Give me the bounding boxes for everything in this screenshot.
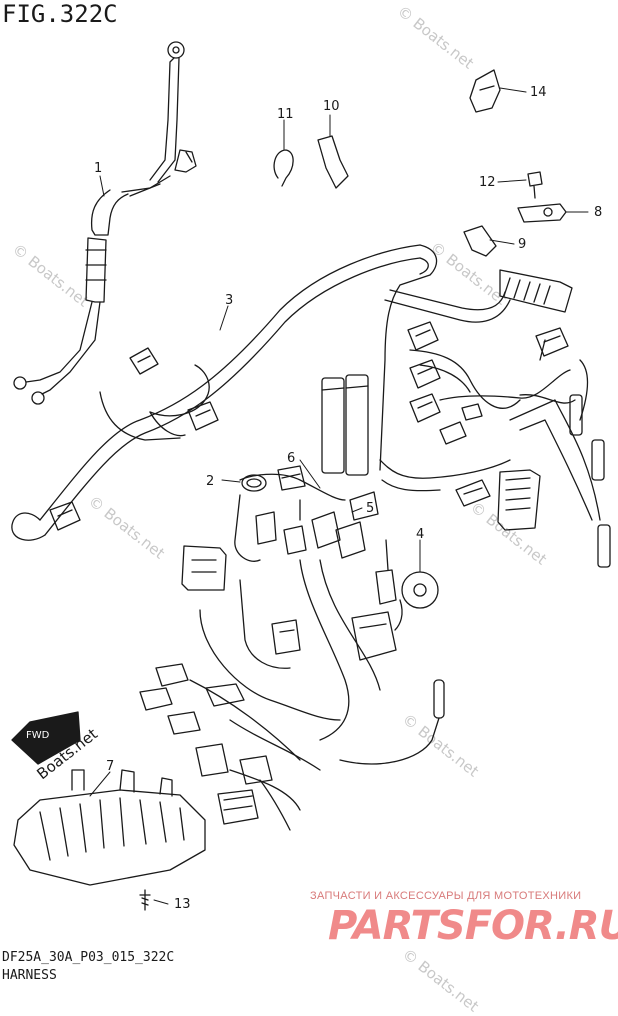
callout-1: 1 <box>94 161 102 176</box>
fwd-label: FWD <box>26 730 50 741</box>
part-8-plate <box>517 203 567 223</box>
figure-name: HARNESS <box>2 968 57 983</box>
callout-3: 3 <box>225 293 233 308</box>
connectors <box>49 321 569 831</box>
figure-title: FIG.322C <box>2 0 118 28</box>
brand-tagline: ЗАПЧАСТИ И АКСЕССУАРЫ ДЛЯ МОТОТЕХНИКИ <box>310 890 582 902</box>
brand-logo: PARTSFOR.RU <box>328 903 618 949</box>
harness-diagram: FWD 1 2 3 4 5 6 7 8 9 10 11 12 13 14 Boa… <box>11 41 611 912</box>
callout-10: 10 <box>323 99 340 114</box>
callout-11: 11 <box>277 107 294 122</box>
part-12-bolt <box>527 171 543 199</box>
callout-5: 5 <box>366 501 374 516</box>
part-9-clamp <box>463 225 497 257</box>
callout-4: 4 <box>416 527 424 542</box>
part-2-grommet <box>241 474 267 492</box>
part-3-main-harness <box>11 244 611 568</box>
figure-code: DF25A_30A_P03_015_322C <box>2 950 175 965</box>
callout-8: 8 <box>594 205 602 220</box>
part-1-battery-cable <box>13 41 197 405</box>
callout-12: 12 <box>479 175 496 190</box>
part-13-screw <box>139 889 151 911</box>
callout-2: 2 <box>206 474 214 489</box>
fwd-marker: FWD <box>11 711 81 765</box>
callout-6: 6 <box>287 451 295 466</box>
callout-13: 13 <box>174 897 191 912</box>
part-7-bracket <box>13 769 206 886</box>
callout-14: 14 <box>530 85 547 100</box>
callout-9: 9 <box>518 237 526 252</box>
callout-7: 7 <box>106 759 114 774</box>
part-10-clamp <box>317 135 349 189</box>
part-14-clip <box>469 69 501 113</box>
part-11-clip <box>273 149 294 187</box>
